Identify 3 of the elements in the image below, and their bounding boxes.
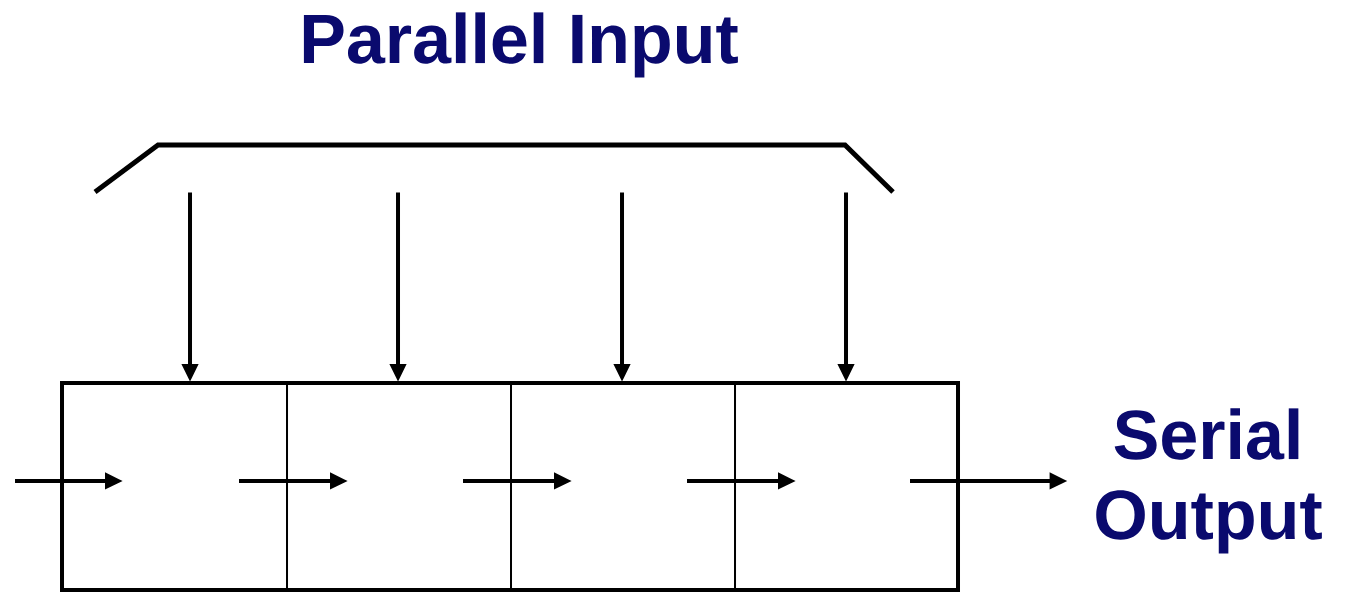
text-label: Serial Output bbox=[1096, 408, 1322, 554]
bracket bbox=[93, 142, 895, 194]
title: Parallel Input bbox=[303, 12, 738, 78]
